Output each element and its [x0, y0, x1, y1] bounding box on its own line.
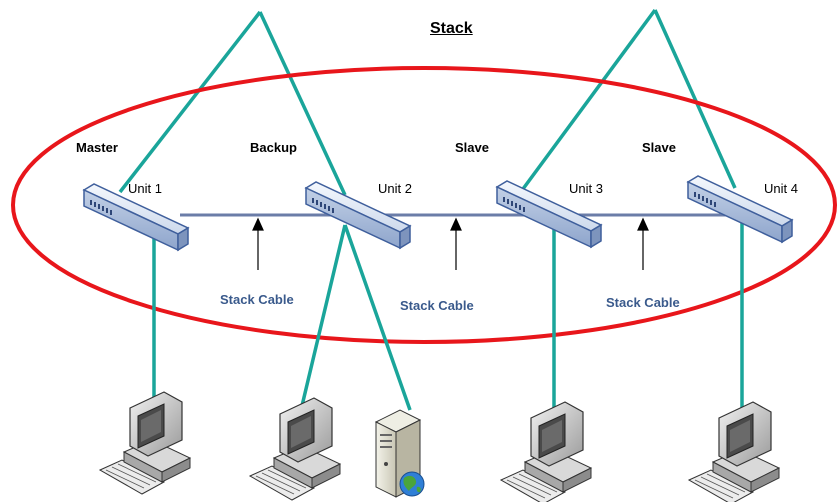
unit-3-role: Slave: [455, 140, 489, 155]
stack-cable-label-3: Stack Cable: [606, 295, 680, 310]
pc-icon: [500, 401, 592, 502]
pc-icon: [99, 391, 191, 495]
pc-icon: [249, 397, 341, 501]
diagram-title: Stack: [430, 20, 473, 37]
stack-cable-arrows: [252, 217, 649, 270]
server-icon: [374, 409, 422, 498]
unit-4-role: Slave: [642, 140, 676, 155]
stack-cable-label-1: Stack Cable: [220, 292, 294, 307]
stack-ring: [11, 66, 837, 344]
unit-2-role: Backup: [250, 140, 297, 155]
unit-1-label: Unit 1: [128, 181, 162, 196]
uplink-lines: [118, 8, 737, 196]
unit-1-role: Master: [76, 140, 118, 155]
unit-4-label: Unit 4: [764, 181, 798, 196]
stack-cable-label-2: Stack Cable: [400, 298, 474, 313]
unit-2-label: Unit 2: [378, 181, 412, 196]
station-lines: [152, 222, 744, 415]
globe-icon: [399, 471, 425, 497]
pc-icon: [688, 401, 780, 502]
unit-3-label: Unit 3: [569, 181, 603, 196]
